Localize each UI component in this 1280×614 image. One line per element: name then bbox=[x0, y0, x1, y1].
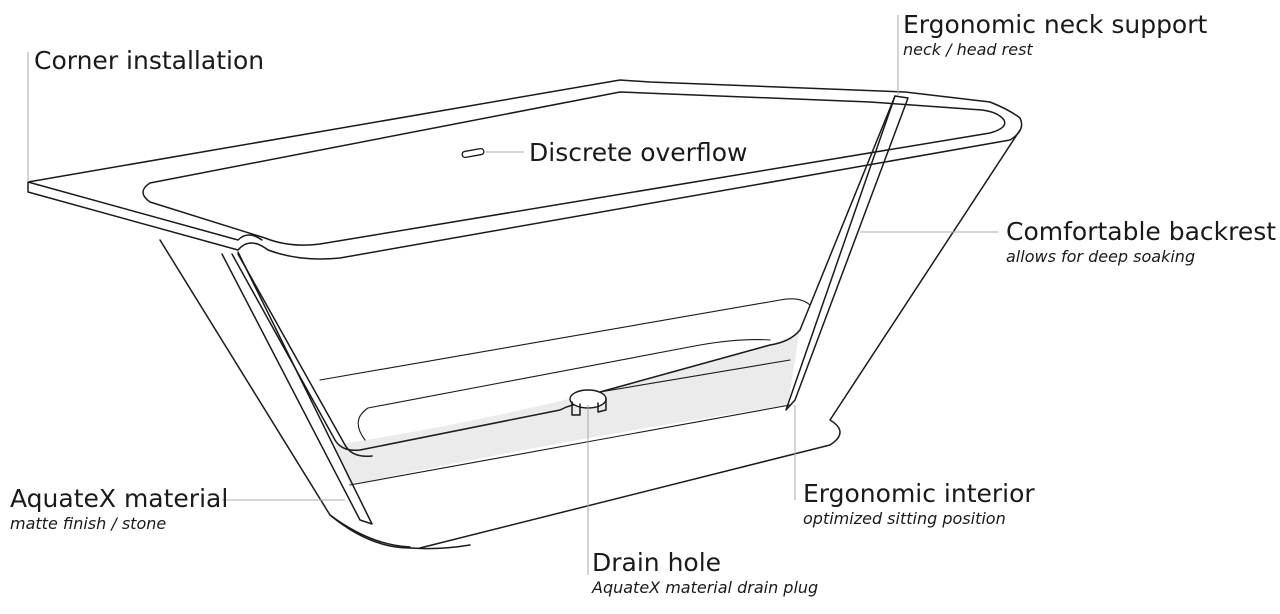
callout-subtitle: matte finish / stone bbox=[10, 514, 167, 533]
left-section-cut bbox=[221, 251, 373, 525]
callout-drain-hole: Drain hole AquateX material drain plug bbox=[592, 550, 818, 596]
callout-subtitle: optimized sitting position bbox=[803, 509, 1006, 528]
callout-title: Ergonomic interior bbox=[803, 479, 1035, 508]
callout-ergonomic-interior: Ergonomic interior optimized sitting pos… bbox=[803, 481, 1035, 527]
interior-floor bbox=[319, 298, 811, 381]
callout-aquatex-material: AquateX material matte finish / stone bbox=[10, 486, 228, 532]
callout-subtitle: allows for deep soaking bbox=[1006, 247, 1196, 266]
callout-comfortable-backrest: Comfortable backrest allows for deep soa… bbox=[1006, 219, 1276, 265]
rim-outline bbox=[27, 79, 1023, 260]
rim-inner-outline bbox=[142, 91, 1006, 246]
callout-title: AquateX material bbox=[10, 484, 229, 513]
callout-ergonomic-neck-support: Ergonomic neck support neck / head rest bbox=[903, 12, 1207, 58]
callout-corner-installation: Corner installation bbox=[34, 48, 264, 73]
callout-title: Drain hole bbox=[592, 548, 722, 577]
callout-title: Ergonomic neck support bbox=[903, 10, 1208, 39]
callout-title: Comfortable backrest bbox=[1006, 217, 1277, 246]
overflow-slot bbox=[461, 147, 485, 159]
right-section-cut bbox=[785, 95, 909, 411]
callout-subtitle: neck / head rest bbox=[903, 40, 1033, 59]
right-outer-wall bbox=[419, 129, 1021, 549]
callout-title: Corner installation bbox=[34, 46, 265, 75]
callout-subtitle: AquateX material drain plug bbox=[592, 578, 819, 597]
callout-title: Discrete overflow bbox=[529, 138, 748, 167]
callout-discrete-overflow: Discrete overflow bbox=[529, 140, 747, 165]
base-outline bbox=[329, 514, 471, 550]
